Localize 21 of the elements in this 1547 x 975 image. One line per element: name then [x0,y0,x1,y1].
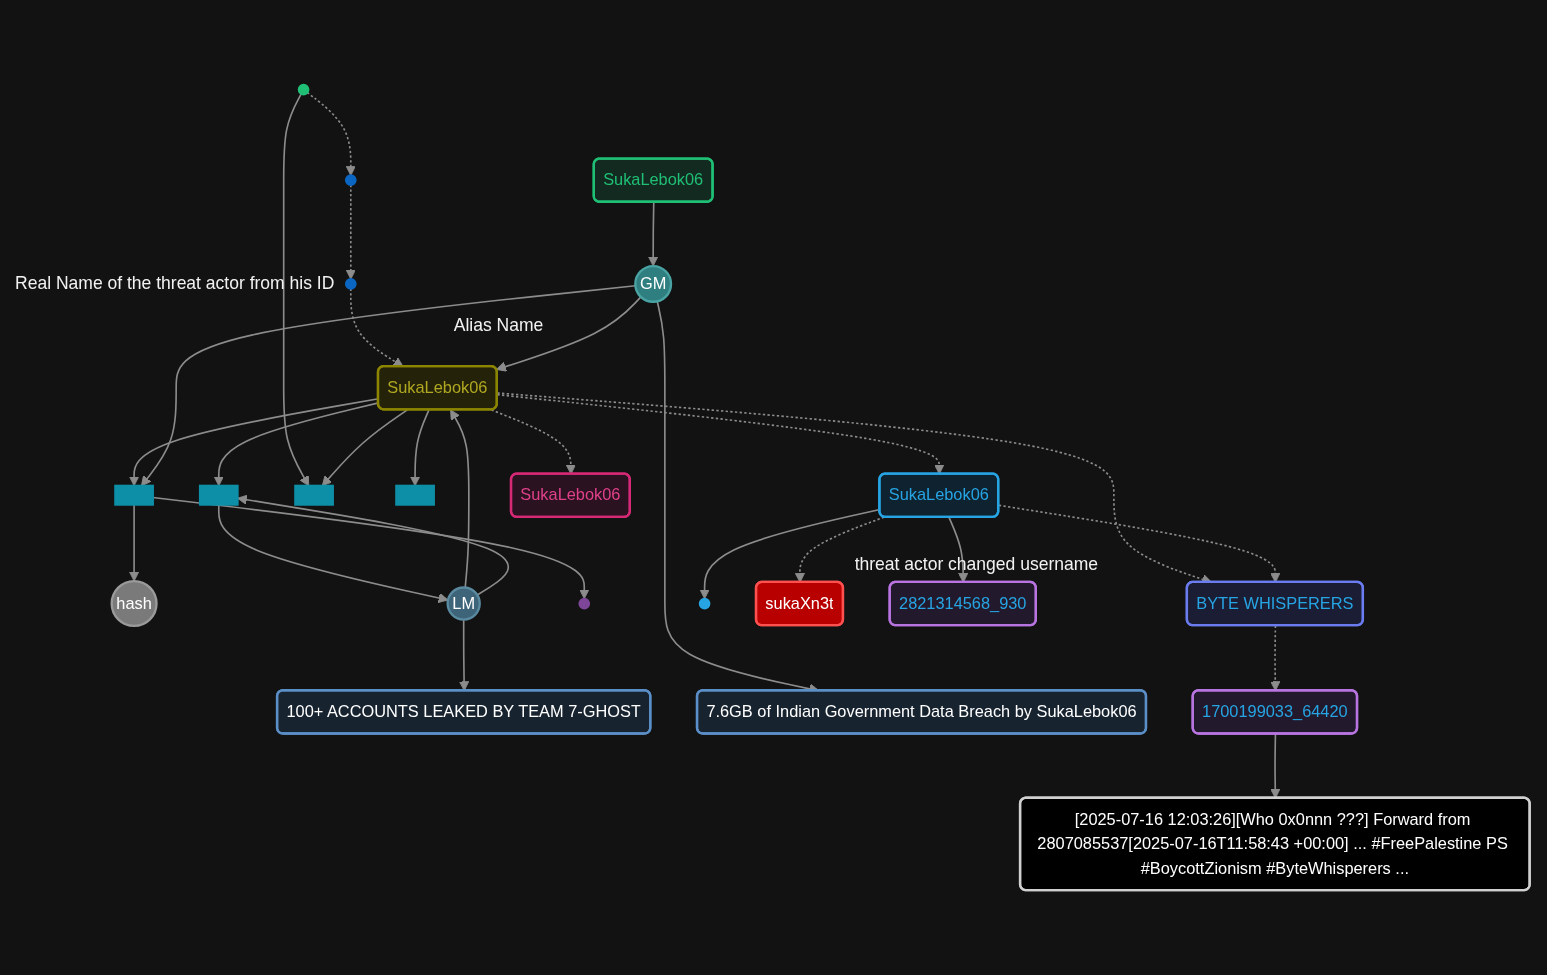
node-circle: hash [110,579,158,628]
node-box [395,484,435,506]
node-circle: GM [634,264,673,303]
node-box [114,484,154,506]
node-circle [344,278,357,290]
arrow [648,201,659,267]
node-circle [578,597,591,610]
arrow [306,91,356,176]
node-label: Alias Name [453,315,544,336]
node-circle [344,174,357,186]
node-label: Real Name of the threat actor from his ID [15,273,335,294]
node-circle: LM [446,586,481,621]
node-box [294,484,334,506]
arrow [345,184,356,280]
node-box [198,484,239,506]
node-circle [297,83,310,96]
arrow [152,496,590,600]
node-label: threat actor changed username [854,554,1099,575]
node-circle [698,597,711,610]
arrow [496,296,642,372]
arrow [237,494,510,596]
